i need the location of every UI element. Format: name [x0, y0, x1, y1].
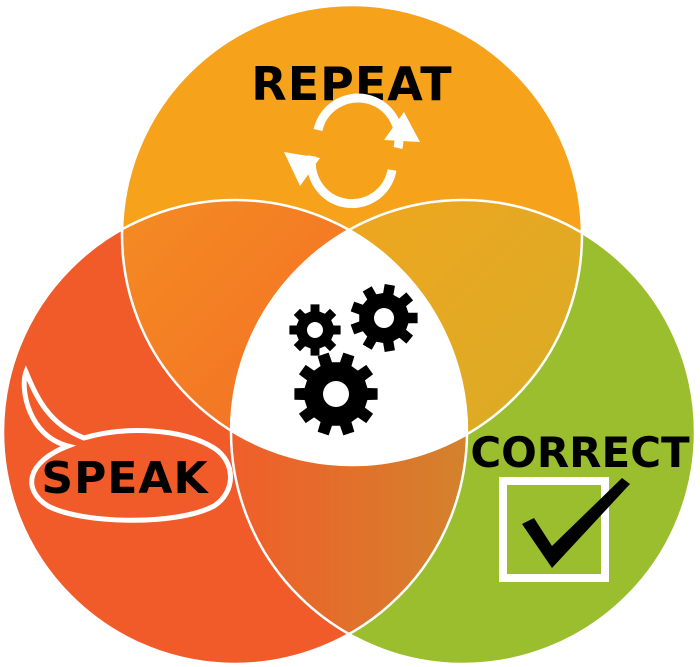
center-region	[231, 200, 467, 465]
checkbox-icon	[499, 477, 609, 582]
gear-small-icon	[289, 304, 341, 356]
correct-label: CORRECT	[470, 428, 690, 477]
speak-label: SPEAK	[41, 453, 209, 504]
gear-medium-icon	[350, 284, 418, 352]
gears-icon	[289, 284, 418, 436]
gear-large-icon	[294, 352, 378, 436]
circular-arrow-heads	[284, 112, 420, 186]
speech-bubble-icon	[21, 365, 233, 523]
circle-outlines	[1, 3, 697, 666]
check-mark-icon	[522, 478, 630, 568]
